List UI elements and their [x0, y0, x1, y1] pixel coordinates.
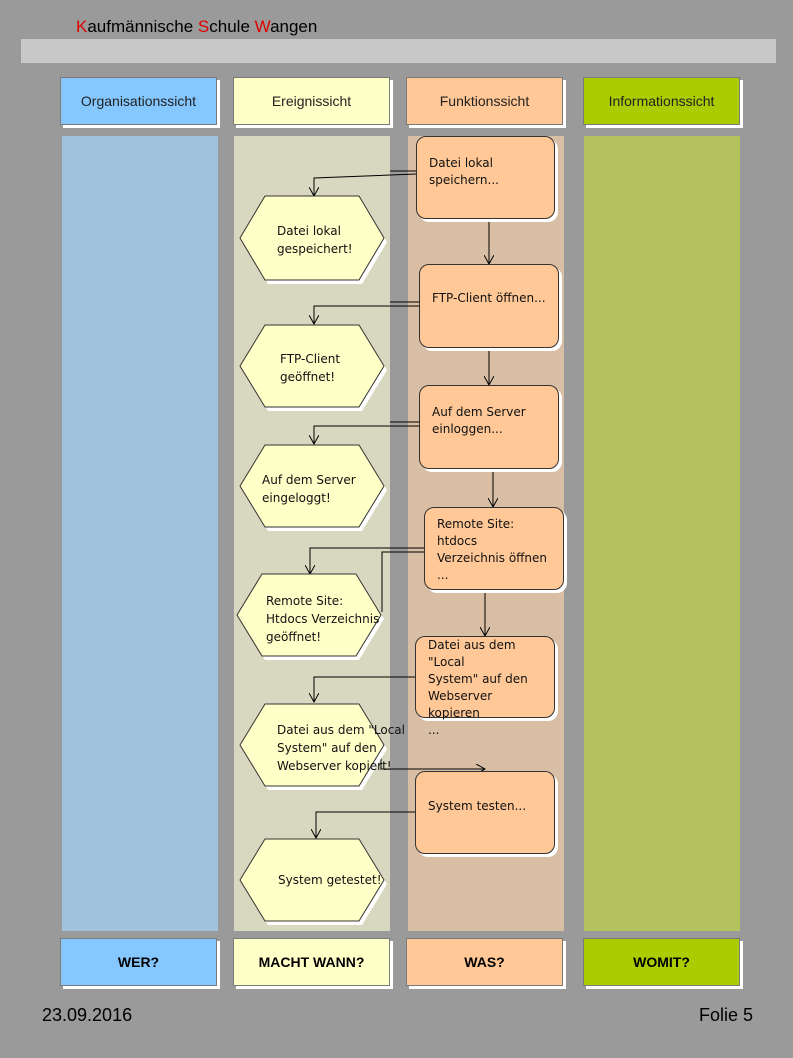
event-hexagon-4 — [236, 573, 382, 657]
header-organisation: Organisationssicht — [60, 77, 217, 125]
header-information-label: Informationssicht — [608, 93, 715, 109]
date-text: 23.09.2016 — [42, 1005, 133, 1025]
school-initial-s: S — [197, 17, 210, 36]
lane-information — [584, 136, 740, 931]
school-initial-k: K — [76, 17, 88, 36]
header-organisation-label: Organisationssicht — [80, 93, 197, 109]
event-hexagon-1 — [239, 195, 385, 281]
function-text-4: Remote Site: htdocs Verzeichnis öffnen .… — [437, 517, 548, 582]
connector-f6-e6 — [316, 811, 415, 838]
event-hexagon-5 — [239, 703, 385, 787]
connector-f2-e2 — [314, 305, 419, 324]
event-text-5: Datei aus dem "Local System" auf den Web… — [277, 723, 405, 773]
function-text-2: FTP-Client öffnen... — [432, 291, 546, 305]
connector-f5-e5 — [314, 676, 415, 702]
footer-with-what: WOMIT? — [583, 938, 740, 986]
event-text-1: Datei lokal gespeichert! — [277, 224, 353, 256]
event-text-6: System getestet! — [278, 873, 382, 887]
slide-number: Folie 5 — [698, 1005, 753, 1025]
function-box-2: FTP-Client öffnen... — [419, 264, 559, 348]
function-box-5: Datei aus dem "Local System" auf den Web… — [415, 636, 555, 737]
event-label-6: System getestet! — [278, 871, 382, 889]
event-label-3: Auf dem Server eingeloggt! — [262, 471, 356, 507]
connector-f4-e4 — [310, 547, 424, 574]
function-box-4: Remote Site: htdocs Verzeichnis öffnen .… — [424, 507, 564, 590]
function-text-1: Datei lokal speichern... — [429, 156, 499, 187]
footer-what-label: WAS? — [464, 954, 505, 970]
event-hexagon-3 — [239, 444, 385, 528]
event-text-3: Auf dem Server eingeloggt! — [262, 473, 356, 505]
event-text-4: Remote Site: Htdocs Verzeichnis geöffnet… — [266, 594, 380, 644]
function-text-3: Auf dem Server einloggen... — [432, 405, 526, 436]
event-label-5: Datei aus dem "Local System" auf den Web… — [277, 721, 405, 775]
event-label-4: Remote Site: Htdocs Verzeichnis geöffnet… — [266, 592, 379, 646]
footer-with-what-label: WOMIT? — [633, 954, 690, 970]
connector-f1-e1 — [314, 173, 417, 196]
footer-when: MACHT WANN? — [233, 938, 390, 986]
school-initial-w: W — [254, 17, 271, 36]
footer-who: WER? — [60, 938, 217, 986]
function-box-6: System testen... — [415, 771, 555, 854]
title-bar — [21, 39, 776, 63]
function-text-6: System testen... — [428, 799, 527, 813]
header-event: Ereignissicht — [233, 77, 390, 125]
function-box-3: Auf dem Server einloggen... — [419, 385, 559, 469]
event-label-1: Datei lokal gespeichert! — [277, 222, 353, 258]
header-function: Funktionssicht — [406, 77, 563, 125]
school-part-3: angen — [270, 17, 318, 36]
footer-who-label: WER? — [117, 954, 160, 970]
school-part-2: chule — [209, 17, 255, 36]
footer-what: WAS? — [406, 938, 563, 986]
event-hexagon-2 — [239, 324, 385, 408]
school-part-1: aufmännische — [87, 17, 198, 36]
function-box-1: Datei lokal speichern... — [416, 136, 555, 219]
footer-when-label: MACHT WANN? — [258, 954, 365, 970]
header-information: Informationssicht — [583, 77, 740, 125]
function-text-5: Datei aus dem "Local System" auf den Web… — [428, 638, 528, 737]
event-text-2: FTP-Client geöffnet! — [280, 352, 341, 384]
event-hexagon-6 — [239, 838, 385, 922]
event-label-2: FTP-Client geöffnet! — [280, 350, 340, 386]
header-function-label: Funktionssicht — [439, 93, 530, 109]
header-event-label: Ereignissicht — [271, 93, 352, 109]
school-name: Kaufmännische Schule Wangen — [76, 17, 317, 37]
connector-f3-e3 — [314, 425, 419, 444]
lane-organisation — [62, 136, 218, 931]
